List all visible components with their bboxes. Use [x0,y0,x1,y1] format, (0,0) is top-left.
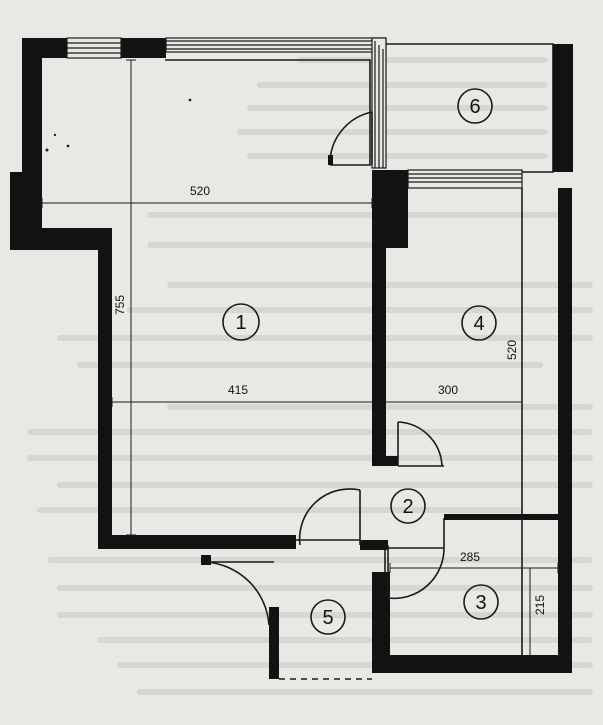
dimension-room4-width: 300 [438,383,458,397]
room-label-1: 1 [235,312,246,334]
room-label-6: 6 [469,96,480,118]
dimension-room1-width-top: 520 [190,184,210,198]
room-label-4: 4 [473,313,484,335]
windows [66,37,523,189]
room-marker-3: 3 [463,584,499,620]
background-document-texture [27,57,593,695]
door-room-2-upper [397,421,444,467]
room-label-2: 2 [402,496,413,518]
room-marker-6: 6 [457,88,493,124]
door-room-6 [328,111,373,165]
room-marker-5: 5 [310,599,346,635]
ink-specks [45,98,192,152]
dimension-room3-height: 215 [533,595,547,615]
dimension-room1-height: 755 [113,295,127,315]
dimension-room1-width-bottom: 415 [228,383,248,397]
room-label-3: 3 [475,592,486,614]
dimension-lines [41,59,559,655]
room-marker-4: 4 [461,305,497,341]
door-room-5 [205,561,274,626]
dimension-room3-width: 285 [460,550,480,564]
door-corridor [296,488,361,546]
room-label-5: 5 [322,607,333,629]
doors [205,111,445,626]
room-marker-1: 1 [222,303,260,341]
walls [10,38,573,679]
room-marker-2: 2 [390,488,426,524]
door-room-2-lower [387,545,445,600]
dimension-room4-height: 520 [505,340,519,360]
